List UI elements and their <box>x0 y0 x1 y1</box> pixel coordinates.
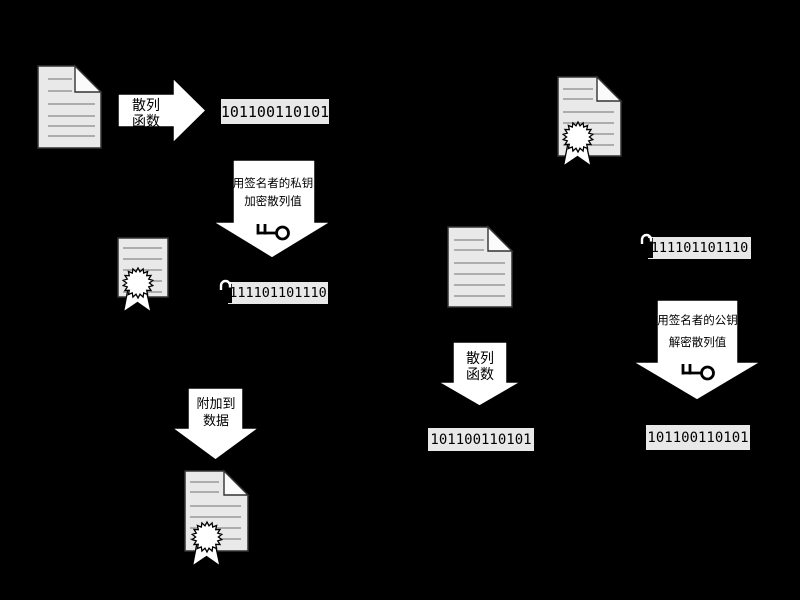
decrypt-arrow-label: 用签名者的公钥 解密散列值 <box>637 311 758 354</box>
certificate-seal-icon <box>561 120 595 168</box>
key-icon <box>681 364 715 381</box>
decrypt-with-public-key-arrow-icon <box>630 299 764 401</box>
recomputed-hash-box: 101100110101 <box>427 427 535 452</box>
verify-hash-function-arrow-icon <box>435 341 524 407</box>
verify-hash-function-label: 散列 函数 <box>449 350 511 382</box>
lock-icon <box>639 233 653 258</box>
decrypt-arrow-label-line2: 解密散列值 <box>668 336 727 349</box>
key-icon <box>256 224 290 241</box>
hash-function-label-line2: 函数 <box>132 113 160 129</box>
data-document-icon <box>37 64 103 149</box>
hash-function-label-line1: 散列 <box>132 97 160 113</box>
encrypt-with-private-key-arrow-icon <box>210 159 334 259</box>
received-signed-document-icon <box>557 75 623 168</box>
received-data-document-icon <box>447 225 514 308</box>
encrypt-arrow-label-line1: 用签名者的私钥 <box>232 178 314 190</box>
certificate-seal-icon <box>121 266 155 314</box>
signed-document-icon <box>184 469 250 568</box>
encrypt-arrow-label: 用签名者的私钥 加密散列值 <box>223 176 323 211</box>
hash-function-arrow-icon <box>117 76 208 145</box>
attach-arrow-label-line1: 附加到 <box>196 396 236 411</box>
attach-to-data-arrow-icon <box>169 387 262 461</box>
decrypt-arrow-label-line1: 用签名者的公钥 <box>657 315 738 327</box>
lock-icon <box>218 279 232 303</box>
decrypted-hash-box: 101100110101 <box>645 424 751 451</box>
verify-hash-label-line2: 函数 <box>466 366 494 382</box>
verify-hash-label-line1: 散列 <box>466 350 494 366</box>
certificate-seal-icon <box>190 520 224 568</box>
attach-arrow-label: 附加到 数据 <box>178 395 254 429</box>
hash-value-box: 101100110101 <box>220 98 330 125</box>
encrypt-arrow-label-line2: 加密散列值 <box>244 195 302 208</box>
received-encrypted-hash-box: 111101101110 <box>647 236 752 260</box>
attach-arrow-label-line2: 数据 <box>202 413 229 428</box>
hash-function-label: 散列 函数 <box>122 97 170 129</box>
encrypted-hash-box: 111101101110 <box>227 281 329 305</box>
signature-document-icon <box>117 237 169 314</box>
